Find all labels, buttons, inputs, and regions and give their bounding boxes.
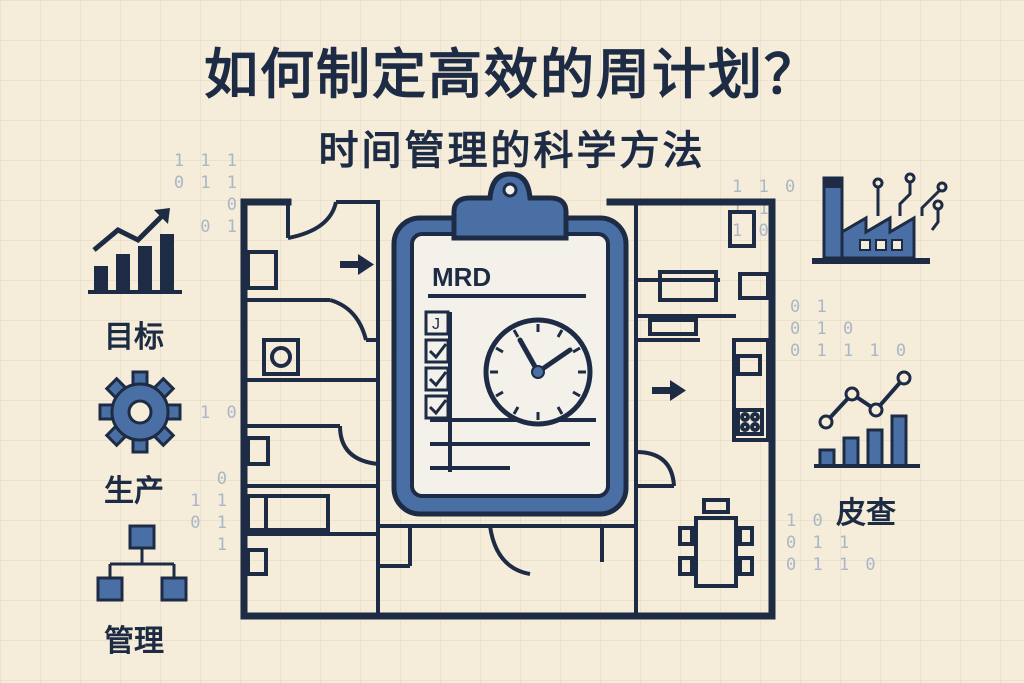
factory-circuit-icon <box>812 172 948 264</box>
gear-icon <box>98 370 182 454</box>
org-chart-icon <box>96 524 188 602</box>
page-title: 如何制定高效的周计划？ <box>204 43 820 106</box>
label-production: 生产 <box>104 474 164 509</box>
binary-left-mid: 1 0 <box>200 403 240 423</box>
clipboard-heading: MRD <box>432 262 492 292</box>
label-management: 管理 <box>104 624 164 659</box>
label-goal: 目标 <box>104 320 164 355</box>
line-bar-chart-icon <box>814 370 920 468</box>
label-inspection: 皮查 <box>836 496 896 531</box>
floor-plan <box>240 198 776 620</box>
clipboard-first-check: J <box>432 316 440 333</box>
clipboard-icon <box>391 171 629 517</box>
bar-chart-up-icon <box>88 208 182 294</box>
page-subtitle: 时间管理的科学方法 <box>318 128 706 174</box>
